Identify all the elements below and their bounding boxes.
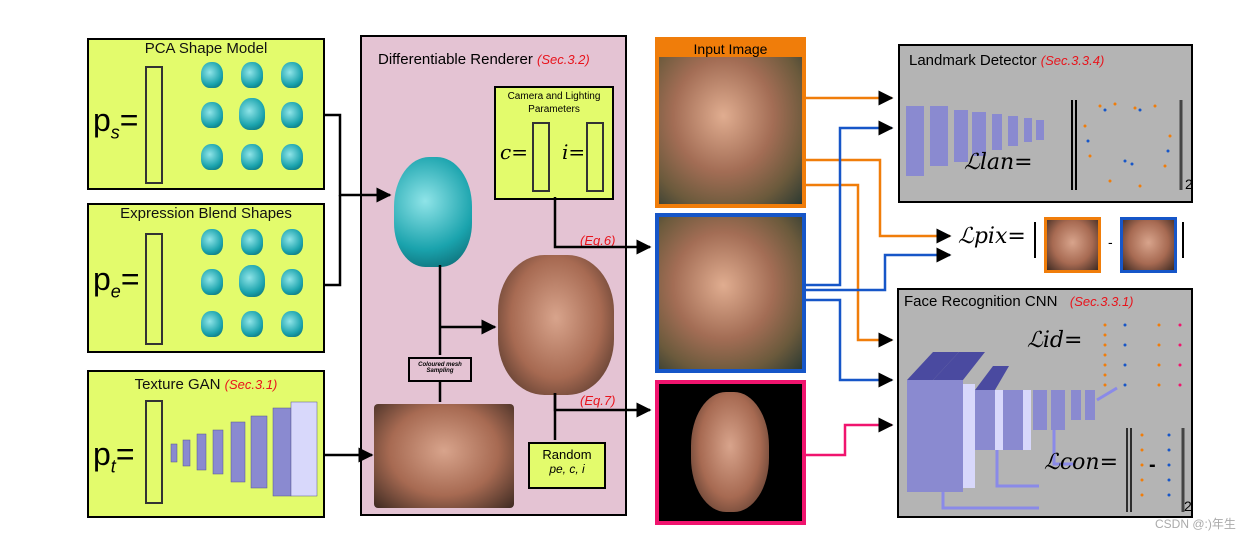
expression-head-icon [281,311,303,337]
input-image-title: Input Image [693,41,768,57]
face-recognition-box: Face Recognition CNN (Sec.3.3.1) ℒid= ℒc… [897,288,1193,518]
pix-minus: - [1108,234,1113,250]
rendered-overlay-box [655,213,806,373]
eq7-label: (Eq.7) [580,393,616,408]
shape-head-icon [281,102,303,128]
c-vector [532,122,550,192]
i-vector [586,122,604,192]
shape-head-icon [241,144,263,170]
expression-head-icon [201,269,223,295]
expression-head-icon [239,265,265,297]
gan-layers [170,401,318,497]
identity-loss-label: ℒid= [1027,328,1083,353]
pt-label: pt= [93,436,135,477]
pe-label: pe= [93,261,140,302]
pix-render-thumb [1120,217,1177,273]
ps-vector [145,66,163,184]
expression-head-icon [241,229,263,255]
pix-bar-right [1182,222,1184,258]
coloured-mesh-image [498,255,614,395]
gan-title: Texture GAN (Sec.3.1) [134,376,278,393]
landmark-norm-subscript: 2 [1185,176,1193,192]
pix-bar-left [1034,222,1036,258]
c-label: c= [500,140,528,164]
i-label: i= [562,140,586,164]
expression-blend-shapes-box: Expression Blend Shapes pe= [87,203,325,353]
pca-shape-model-box: PCA Shape Model ps= [87,38,325,190]
input-image-box: Input Image [655,37,806,208]
watermark: CSDN @:)年生 [1155,517,1236,531]
texture-gan-box: Texture GAN (Sec.3.1) pt= [87,370,325,518]
shape-mesh-image [394,157,472,267]
camera-lighting-box: Camera and Lighting Parameters c= i= [494,86,614,200]
expression-head-icon [281,269,303,295]
differentiable-renderer-box: Differentiable Renderer (Sec.3.2) Camera… [360,35,627,516]
shape-head-icon [201,144,223,170]
recog-norm-subscript: 2 [1184,498,1192,514]
renderer-title: Differentiable Renderer (Sec.3.2) [378,51,590,68]
expression-title: Expression Blend Shapes [120,205,292,222]
landmark-cnn-layers [906,100,1183,190]
camera-title: Camera and Lighting Parameters [507,91,601,115]
random-face-image [691,392,769,512]
pix-input-thumb [1044,217,1101,273]
expression-head-icon [201,229,223,255]
recog-cnn-layers [907,323,1185,512]
shape-head-icon [201,102,223,128]
expression-head-icon [281,229,303,255]
shape-head-icon [201,62,223,88]
expression-head-icon [201,311,223,337]
pixel-loss-label: ℒpix= [958,224,1026,249]
uv-texture-image [374,404,514,508]
expression-head-icon [241,311,263,337]
input-face-image [659,57,802,204]
eq6-label: (Eq.6) [580,233,616,248]
random-params-box: Random pe, c, i [528,442,606,489]
random-title: Random [542,447,592,462]
random-vars: pe, c, i [549,462,585,476]
random-render-box [655,380,806,525]
shape-head-icon [241,62,263,88]
recog-title: Face Recognition CNN (Sec.3.3.1) [904,293,1134,310]
shape-head-icon [239,98,265,130]
landmark-title: Landmark Detector (Sec.3.3.4) [909,52,1105,69]
ps-label: ps= [93,102,139,143]
pca-title: PCA Shape Model [144,40,268,57]
pe-vector [145,233,163,345]
con-minus: - [1149,454,1156,476]
overlay-face-image [659,217,802,369]
landmark-loss-label: ℒlan= [964,150,1033,175]
content-loss-label: ℒcon= [1044,450,1119,475]
pt-vector [145,400,163,504]
shape-head-icon [281,144,303,170]
landmark-detector-box: Landmark Detector (Sec.3.3.4) ℒlan= 2 [898,44,1193,203]
shape-head-icon [281,62,303,88]
